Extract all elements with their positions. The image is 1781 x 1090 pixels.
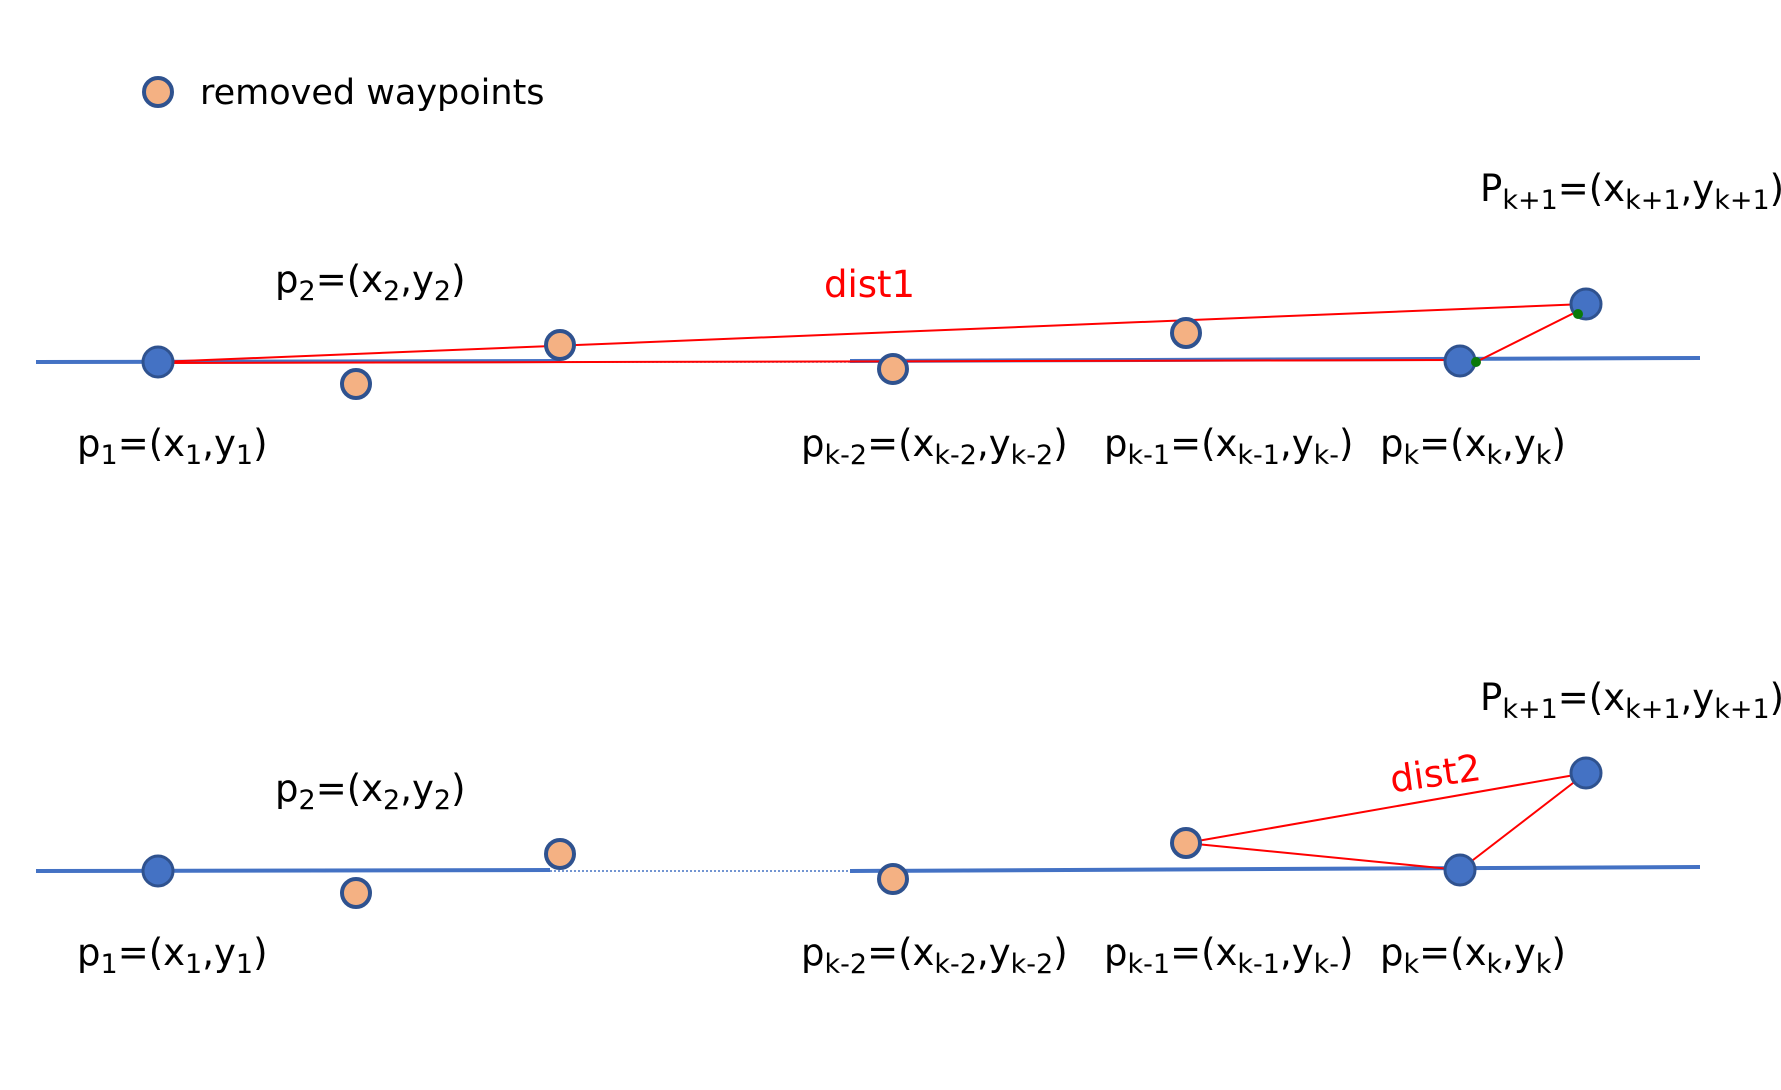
label-pk: pk=(xk,yk) bbox=[1380, 931, 1566, 980]
legend-label: removed waypoints bbox=[200, 73, 545, 113]
label-pk-minus-1: pk-1=(xk-1,yk-) bbox=[1104, 931, 1353, 980]
orange-circle-icon bbox=[142, 76, 174, 108]
removed-waypoint bbox=[877, 863, 909, 895]
label-pk-minus-2: pk-2=(xk-2,yk-2) bbox=[801, 931, 1068, 980]
removed-waypoint bbox=[340, 877, 372, 909]
dist-label: dist1 bbox=[824, 263, 915, 306]
dist-line-top bbox=[1185, 772, 1587, 844]
dist-line-connector bbox=[1459, 772, 1587, 871]
removed-waypoint bbox=[877, 353, 909, 385]
kept-waypoint-pk1 bbox=[1569, 756, 1603, 790]
route-line-right bbox=[849, 865, 1701, 873]
dist-line-bottom bbox=[1185, 842, 1461, 871]
kept-waypoint-p1 bbox=[141, 345, 175, 379]
label-p1: p1=(x1,y1) bbox=[77, 931, 268, 980]
label-p2: p2=(x2,y2) bbox=[275, 258, 466, 307]
label-pk-minus-2: pk-2=(xk-2,yk-2) bbox=[801, 422, 1068, 471]
removed-waypoint bbox=[544, 329, 576, 361]
panel-1: dist1 p2=(x2,y2) p1=(x1,y1) pk-2=(xk-2,y… bbox=[35, 167, 1781, 471]
panel-2: dist2 p2=(x2,y2) p1=(x1,y1) pk-2=(xk-2,y… bbox=[35, 676, 1781, 980]
removed-waypoint bbox=[544, 838, 576, 870]
label-pk-plus-1: Pk+1=(xk+1,yk+1) bbox=[1480, 676, 1781, 725]
projection-point bbox=[1573, 309, 1583, 319]
dist-line-bottom bbox=[157, 359, 1461, 364]
removed-waypoint bbox=[340, 368, 372, 400]
removed-waypoint bbox=[1170, 827, 1202, 859]
route-line-left bbox=[35, 868, 551, 873]
dist-line-top bbox=[157, 303, 1586, 363]
kept-waypoint-p1 bbox=[141, 854, 175, 888]
label-pk: pk=(xk,yk) bbox=[1380, 422, 1566, 471]
label-p2: p2=(x2,y2) bbox=[275, 767, 466, 816]
kept-waypoint-pk bbox=[1443, 344, 1477, 378]
removed-waypoint bbox=[1170, 317, 1202, 349]
route-line-left bbox=[35, 359, 561, 364]
label-pk-minus-1: pk-1=(xk-1,yk-) bbox=[1104, 422, 1353, 471]
label-p1: p1=(x1,y1) bbox=[77, 422, 268, 471]
projection-point bbox=[1471, 357, 1481, 367]
dist-line-connector bbox=[1475, 310, 1579, 363]
kept-waypoint-pk bbox=[1443, 853, 1477, 887]
label-pk-plus-1: Pk+1=(xk+1,yk+1) bbox=[1480, 167, 1781, 216]
legend: removed waypoints bbox=[142, 73, 545, 113]
